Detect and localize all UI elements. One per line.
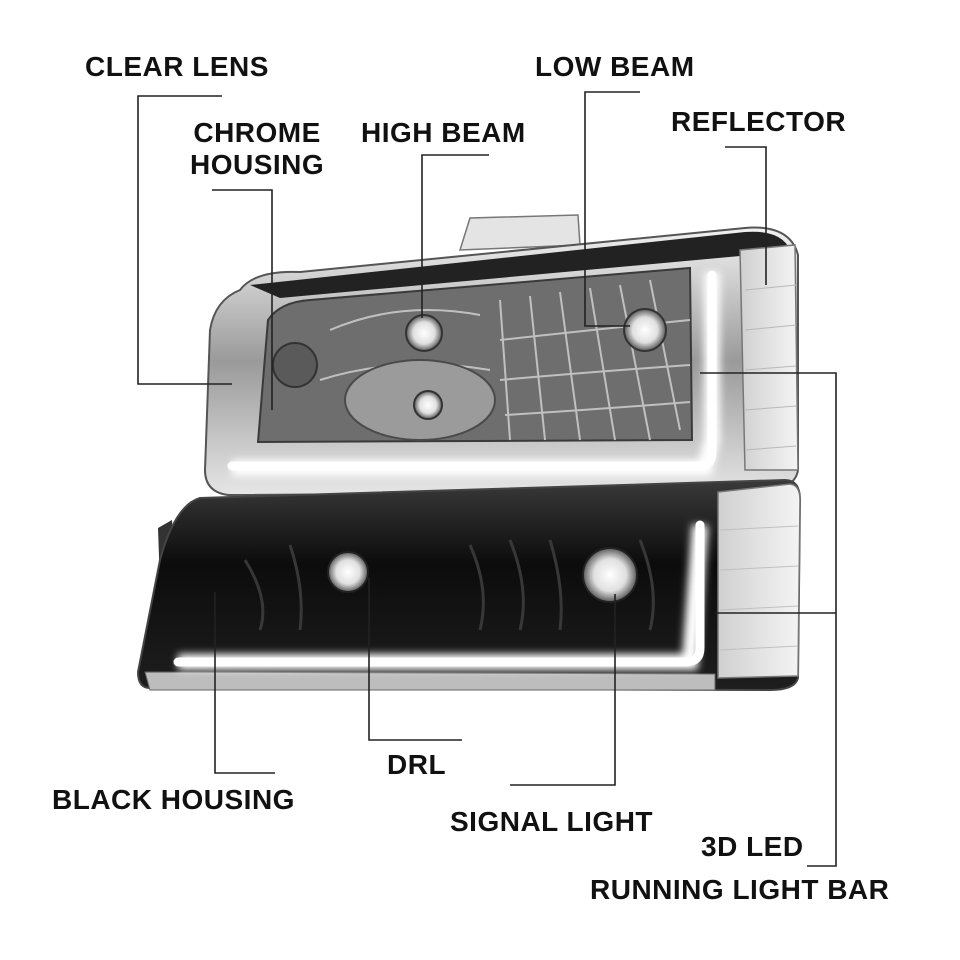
label-led-bar-line2: RUNNING LIGHT BAR bbox=[590, 874, 890, 905]
label-black-housing: BLACK HOUSING bbox=[52, 784, 295, 815]
leader-clear-lens bbox=[137, 95, 232, 385]
drl-bulb bbox=[327, 551, 369, 593]
label-chrome-housing-line1: CHROME bbox=[193, 117, 321, 148]
leader-chrome-housing bbox=[212, 189, 273, 410]
bumper-light bbox=[136, 478, 802, 692]
leader-high-beam bbox=[421, 154, 489, 318]
leader-led-bar bbox=[700, 372, 837, 867]
label-chrome-housing: CHROME HOUSING bbox=[190, 117, 324, 181]
leader-signal-light bbox=[510, 594, 616, 786]
low-beam-bulb bbox=[623, 308, 667, 352]
leader-low-beam bbox=[584, 91, 640, 327]
leader-black-housing bbox=[214, 592, 275, 774]
led-bar-lower bbox=[173, 520, 705, 667]
led-bar-upper bbox=[227, 270, 717, 471]
signal-light-bulb bbox=[582, 547, 638, 603]
leader-lines bbox=[137, 91, 837, 867]
headlight-upper bbox=[203, 214, 799, 497]
leader-reflector bbox=[725, 146, 767, 285]
label-high-beam: HIGH BEAM bbox=[361, 117, 526, 148]
label-chrome-housing-line2: HOUSING bbox=[190, 149, 325, 181]
label-drl: DRL bbox=[387, 749, 447, 780]
label-reflector: REFLECTOR bbox=[671, 106, 847, 137]
label-clear-lens: CLEAR LENS bbox=[85, 51, 269, 82]
label-led-bar-line1: 3D LED bbox=[701, 831, 804, 862]
mounting-tab bbox=[458, 214, 581, 251]
leader-drl bbox=[368, 578, 462, 741]
high-beam-bulb bbox=[405, 314, 443, 352]
label-low-beam: LOW BEAM bbox=[535, 51, 695, 82]
label-signal-light: SIGNAL LIGHT bbox=[450, 806, 654, 837]
reflector-facets bbox=[319, 279, 691, 441]
reflector-shape bbox=[739, 244, 799, 471]
